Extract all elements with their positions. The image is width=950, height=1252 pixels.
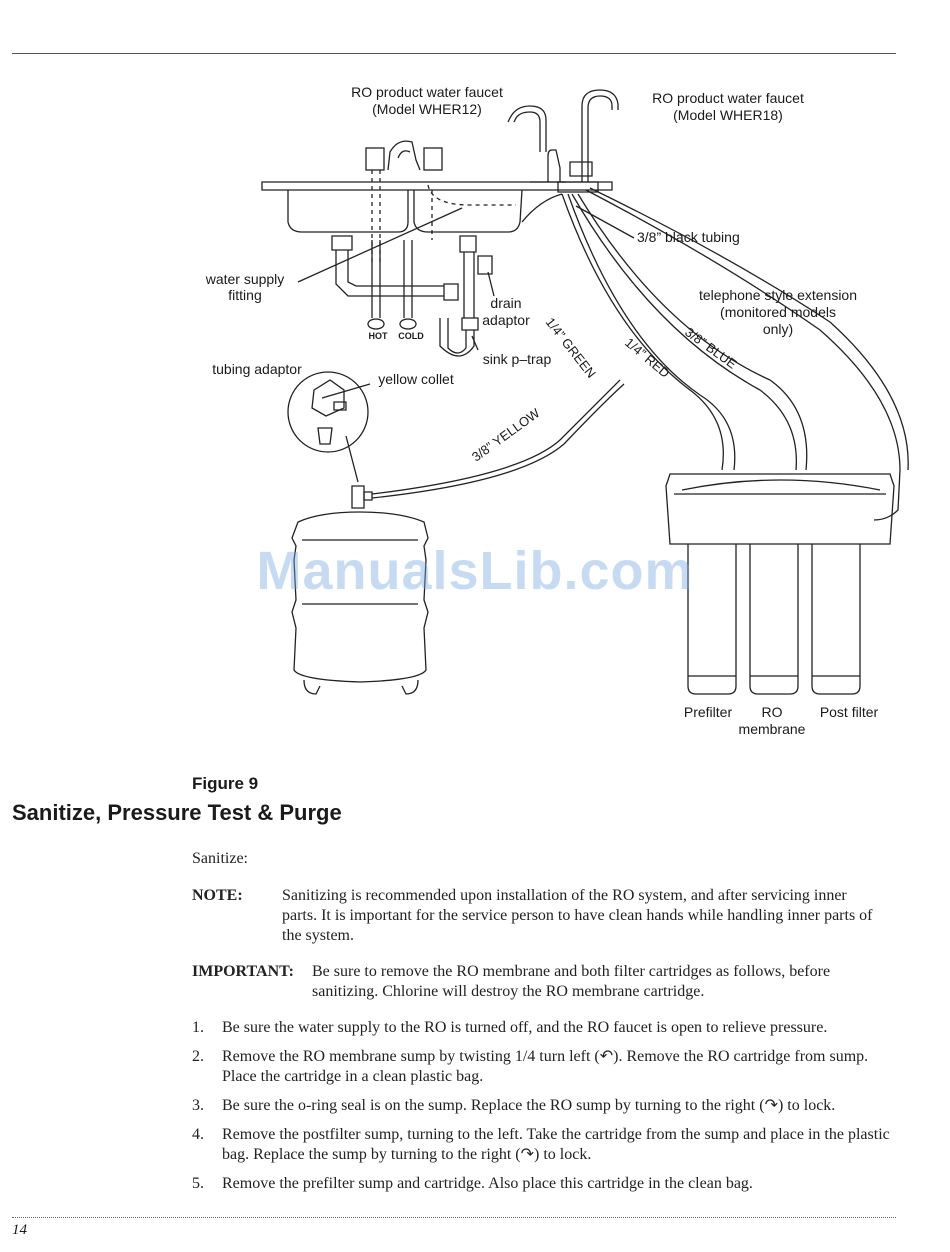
watermark: ManualsLib.com: [256, 541, 694, 601]
drain-adaptor: [477, 255, 493, 275]
label-faucet-wher18-line2: (Model WHER18): [673, 107, 783, 123]
ro-membrane-sump: [749, 544, 799, 695]
list-item: 1. Be sure the water supply to the RO is …: [192, 1018, 902, 1038]
label-green-tube: 1/4” GREEN: [543, 315, 599, 381]
label-ro-membrane-line1: RO: [762, 704, 783, 720]
label-prefilter: Prefilter: [684, 704, 733, 720]
step-text: Be sure the water supply to the RO is tu…: [222, 1019, 828, 1036]
step-text: Be sure the o-ring seal is on the sump. …: [222, 1097, 836, 1114]
label-black-tubing: 3/8” black tubing: [637, 229, 740, 245]
label-water-supply-line2: fitting: [228, 287, 261, 303]
page-number: 14: [12, 1222, 27, 1238]
label-yellow-tube: 3/8” YELLOW: [469, 405, 543, 465]
list-item: 2. Remove the RO membrane sump by twistin…: [192, 1047, 902, 1087]
sink-basin-left: [287, 190, 409, 233]
storage-tank: [291, 511, 429, 683]
ro-system-diagram: RO product water faucet (Model WHER12) R…: [205, 84, 909, 737]
steps-list: 1. Be sure the water supply to the RO is …: [192, 1018, 902, 1203]
bottom-rule: [12, 1217, 896, 1218]
label-telephone-ext-line1: telephone style extension: [699, 287, 857, 303]
tubing-adaptor-detail: [287, 371, 369, 453]
label-blue-tube: 3/8” BLUE: [682, 324, 740, 372]
important-key: IMPORTANT:: [192, 963, 294, 980]
note-text: Sanitizing is recommended upon installat…: [282, 887, 873, 944]
step-number: 2.: [192, 1048, 204, 1065]
label-hot: HOT: [369, 331, 389, 341]
hot-valve-handle: [365, 147, 385, 171]
step-number: 3.: [192, 1097, 204, 1114]
label-telephone-ext-line3: only): [763, 321, 793, 337]
sink-countertop: [261, 181, 613, 191]
sink-basin-right: [413, 189, 523, 233]
step-number: 4.: [192, 1126, 204, 1143]
list-item: 5. Remove the prefilter sump and cartridg…: [192, 1174, 902, 1194]
label-faucet-wher18-line1: RO product water faucet: [652, 90, 804, 106]
label-water-supply-line1: water supply: [205, 271, 285, 287]
step-text: Remove the prefilter sump and cartridge.…: [222, 1175, 753, 1192]
label-post-filter: Post filter: [820, 704, 879, 720]
label-drain-line2: adaptor: [482, 312, 530, 328]
label-ro-membrane-line2: membrane: [739, 721, 806, 737]
label-telephone-ext-line2: (monitored models: [720, 304, 836, 320]
label-faucet-wher12-line2: (Model WHER12): [372, 101, 482, 117]
ro-unit-head: [665, 473, 895, 545]
step-number: 5.: [192, 1175, 204, 1192]
important-text: Be sure to remove the RO membrane and bo…: [312, 963, 831, 1000]
list-item: 3. Be sure the o-ring seal is on the sump…: [192, 1096, 902, 1116]
post-filter-sump: [811, 544, 861, 695]
step-text: Remove the RO membrane sump by twisting …: [222, 1048, 869, 1085]
label-yellow-collet: yellow collet: [378, 371, 454, 387]
step-number: 1.: [192, 1019, 204, 1036]
label-cold: COLD: [398, 331, 424, 341]
top-rule: [12, 53, 896, 54]
figure-caption: Figure 9: [192, 774, 259, 793]
label-sink-ptrap: sink p–trap: [483, 351, 552, 367]
label-red-tube: 1/4” RED: [622, 335, 673, 381]
label-tubing-adaptor: tubing adaptor: [212, 361, 302, 377]
section-title: Sanitize, Pressure Test & Purge: [12, 800, 342, 825]
sanitize-intro: Sanitize:: [192, 850, 248, 867]
cold-valve-handle: [423, 147, 443, 171]
list-item: 4. Remove the postfilter sump, turning to…: [192, 1125, 902, 1165]
note-key: NOTE:: [192, 887, 243, 904]
prefilter-sump: [687, 544, 737, 695]
step-text: Remove the postfilter sump, turning to t…: [222, 1126, 890, 1163]
label-faucet-wher12-line1: RO product water faucet: [351, 84, 503, 100]
label-drain-line1: drain: [490, 295, 521, 311]
